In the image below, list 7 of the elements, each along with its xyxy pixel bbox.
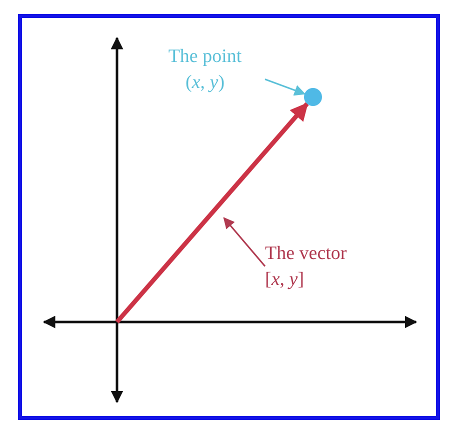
leader-line: [223, 217, 266, 267]
callout-text: The vector: [265, 242, 347, 266]
callout-text: The point: [168, 45, 242, 69]
callout-text: [x, y]: [265, 268, 304, 292]
callout-text: (x, y): [185, 71, 225, 95]
leader-line: [264, 78, 306, 96]
vector-arrow: [115, 102, 309, 324]
